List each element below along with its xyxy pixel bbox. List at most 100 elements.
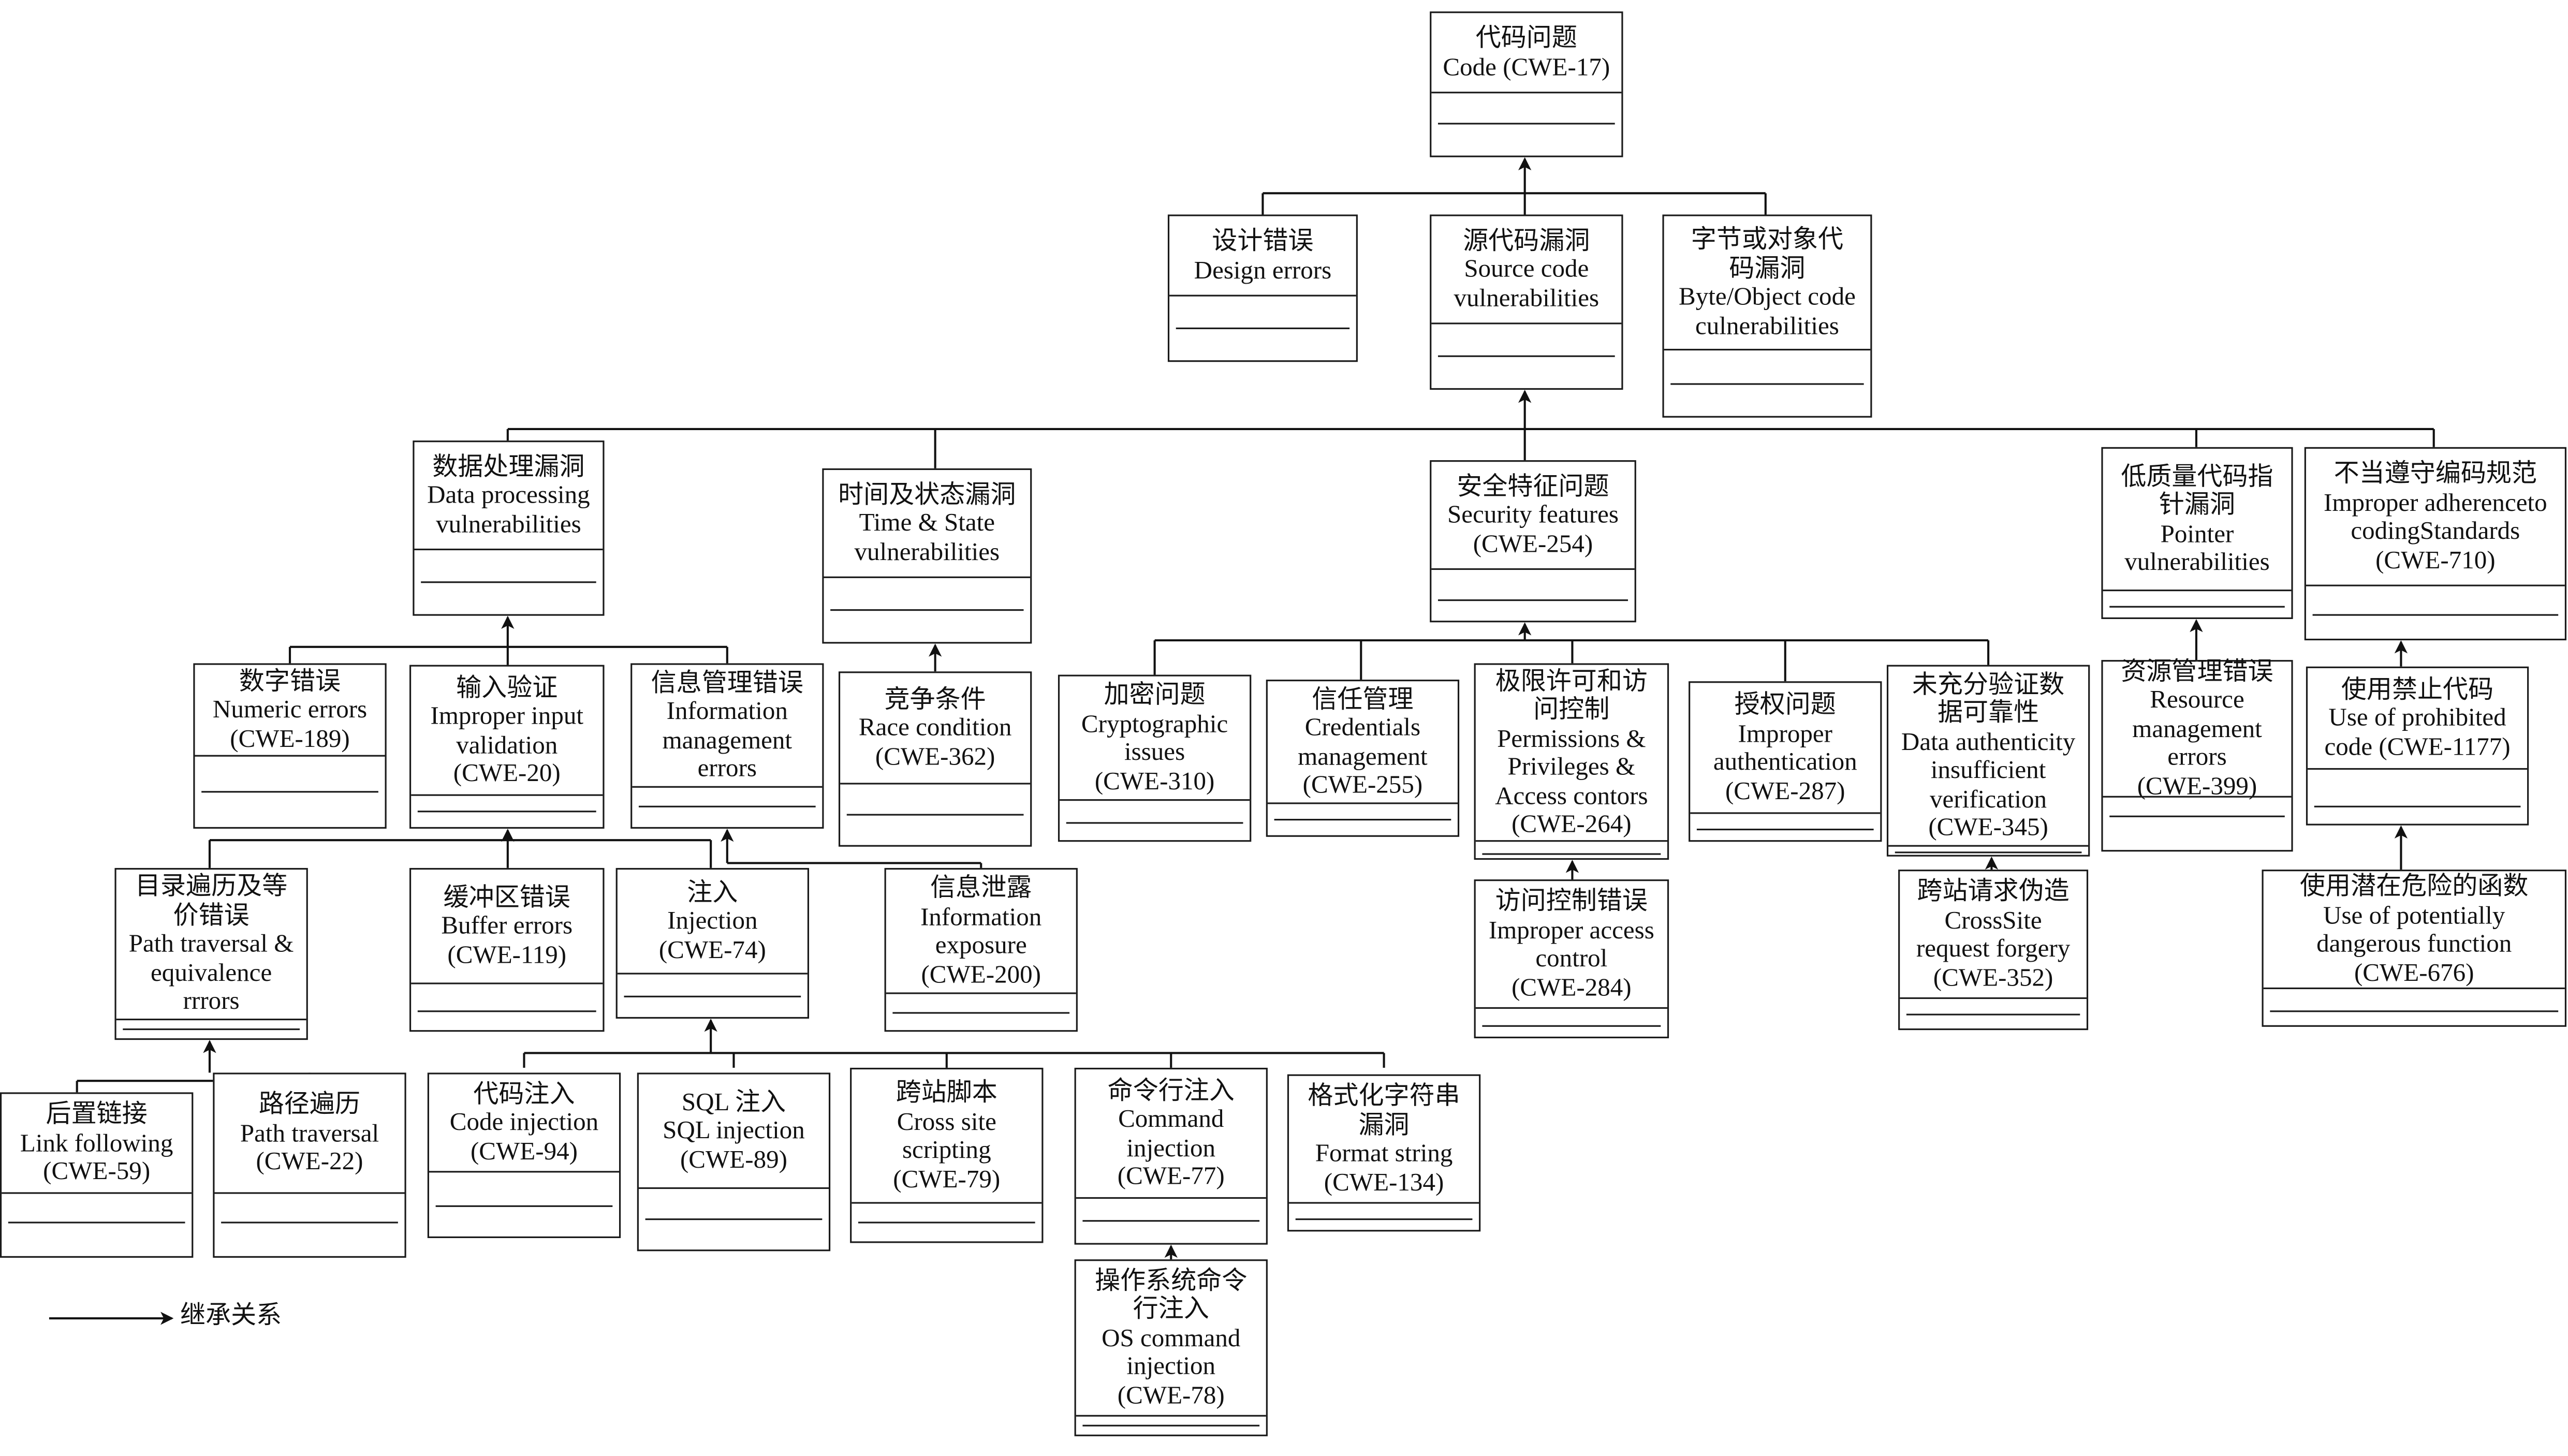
node-label-line: management [1298, 742, 1428, 771]
node-label-line: (CWE-189) [230, 725, 350, 753]
compartment-divider [617, 973, 808, 975]
node-label-line: Command [1118, 1105, 1224, 1134]
node-label-line: 路径遍历 [258, 1091, 361, 1119]
compartment-line [1895, 851, 2082, 854]
compartment-divider [1289, 1202, 1479, 1204]
node-label-line: Resource [2150, 686, 2244, 715]
compartment-line [435, 1205, 613, 1207]
node-label-line: scripting [902, 1136, 991, 1165]
node-label-line: Pointer [2160, 520, 2234, 548]
compartment-line [2270, 1010, 2559, 1012]
node-label-line: (CWE-676) [2354, 959, 2474, 987]
node-label-line: Use of potentially [2323, 901, 2505, 930]
node-label-line: Link following [20, 1129, 173, 1158]
compartment-line [417, 1010, 596, 1012]
node-label-line: management [2132, 715, 2262, 743]
node-label-line: 低质量代码指 [2121, 462, 2273, 491]
node-label-line: Path traversal & [128, 930, 294, 959]
node-label-line: CrossSite [1944, 906, 2042, 935]
compartment-divider [2308, 768, 2528, 770]
node-label-line: (CWE-399) [2137, 772, 2257, 801]
compartment-line [2314, 805, 2521, 807]
compartment-divider [414, 548, 603, 551]
compartment-line [8, 1222, 185, 1224]
compartment-line [1274, 819, 1451, 821]
node-label-line: Cryptographic [1081, 710, 1228, 738]
node-label-line: vulnerabilities [436, 510, 581, 539]
compartment-line [1082, 1220, 1260, 1222]
node-label-line: rrrors [183, 988, 240, 1016]
compartment-line [1437, 355, 1615, 357]
node-label-line: 加密问题 [1104, 681, 1206, 710]
compartment-line [846, 814, 1024, 816]
node-label-line: injection [1126, 1134, 1216, 1162]
compartment-divider [116, 1019, 306, 1021]
node-label-line: OS command [1102, 1324, 1241, 1352]
node-label-line: 数据处理漏洞 [432, 453, 585, 481]
node-label-line: Improper adherenceto [2324, 489, 2547, 517]
node-label-line: Buffer errors [441, 913, 573, 940]
compartment-divider [1060, 799, 1250, 801]
compartment-line [1482, 853, 1661, 855]
node-label-line: (CWE-710) [2375, 546, 2496, 574]
node-label-line: 码漏洞 [1729, 255, 1806, 283]
node-label-line: Use of prohibited [2328, 704, 2506, 733]
node-label-line: (CWE-74) [658, 936, 766, 964]
node-label-line: (CWE-77) [1117, 1163, 1225, 1191]
node-label-line: vulnerabilities [854, 538, 1000, 566]
node-label-line: Design errors [1194, 256, 1332, 284]
node-label-line: Byte/Object code [1679, 283, 1856, 312]
compartment-line [830, 609, 1024, 611]
node-label-line: 数字错误 [239, 668, 341, 696]
compartment-line [892, 1012, 1070, 1014]
node-label-line: (CWE-345) [1928, 814, 2048, 842]
node-label-line: 设计错误 [1212, 227, 1314, 256]
node-label-line: 授权问题 [1734, 691, 1836, 719]
compartment-divider [1076, 1415, 1266, 1417]
compartment-line [1482, 1025, 1661, 1027]
compartment-line [2109, 606, 2285, 608]
compartment-divider [1431, 92, 1622, 94]
compartment-divider [2103, 590, 2292, 592]
node-label-line: Source code [1464, 256, 1589, 284]
node-label-line: 字节或对象代 [1691, 226, 1844, 254]
compartment-line [858, 1222, 1035, 1224]
node-label-line: (CWE-352) [1933, 964, 2053, 992]
node-label-line: (CWE-20) [453, 760, 561, 788]
compartment-divider [840, 783, 1031, 785]
node-label-line: Cross site [897, 1108, 996, 1136]
node-label-line: (CWE-287) [1725, 777, 1845, 805]
compartment-line [221, 1222, 398, 1224]
node-label-line: (CWE-89) [680, 1146, 787, 1174]
node-label-line: Security features [1447, 501, 1619, 530]
node-label-line: request forgery [1916, 935, 2071, 963]
